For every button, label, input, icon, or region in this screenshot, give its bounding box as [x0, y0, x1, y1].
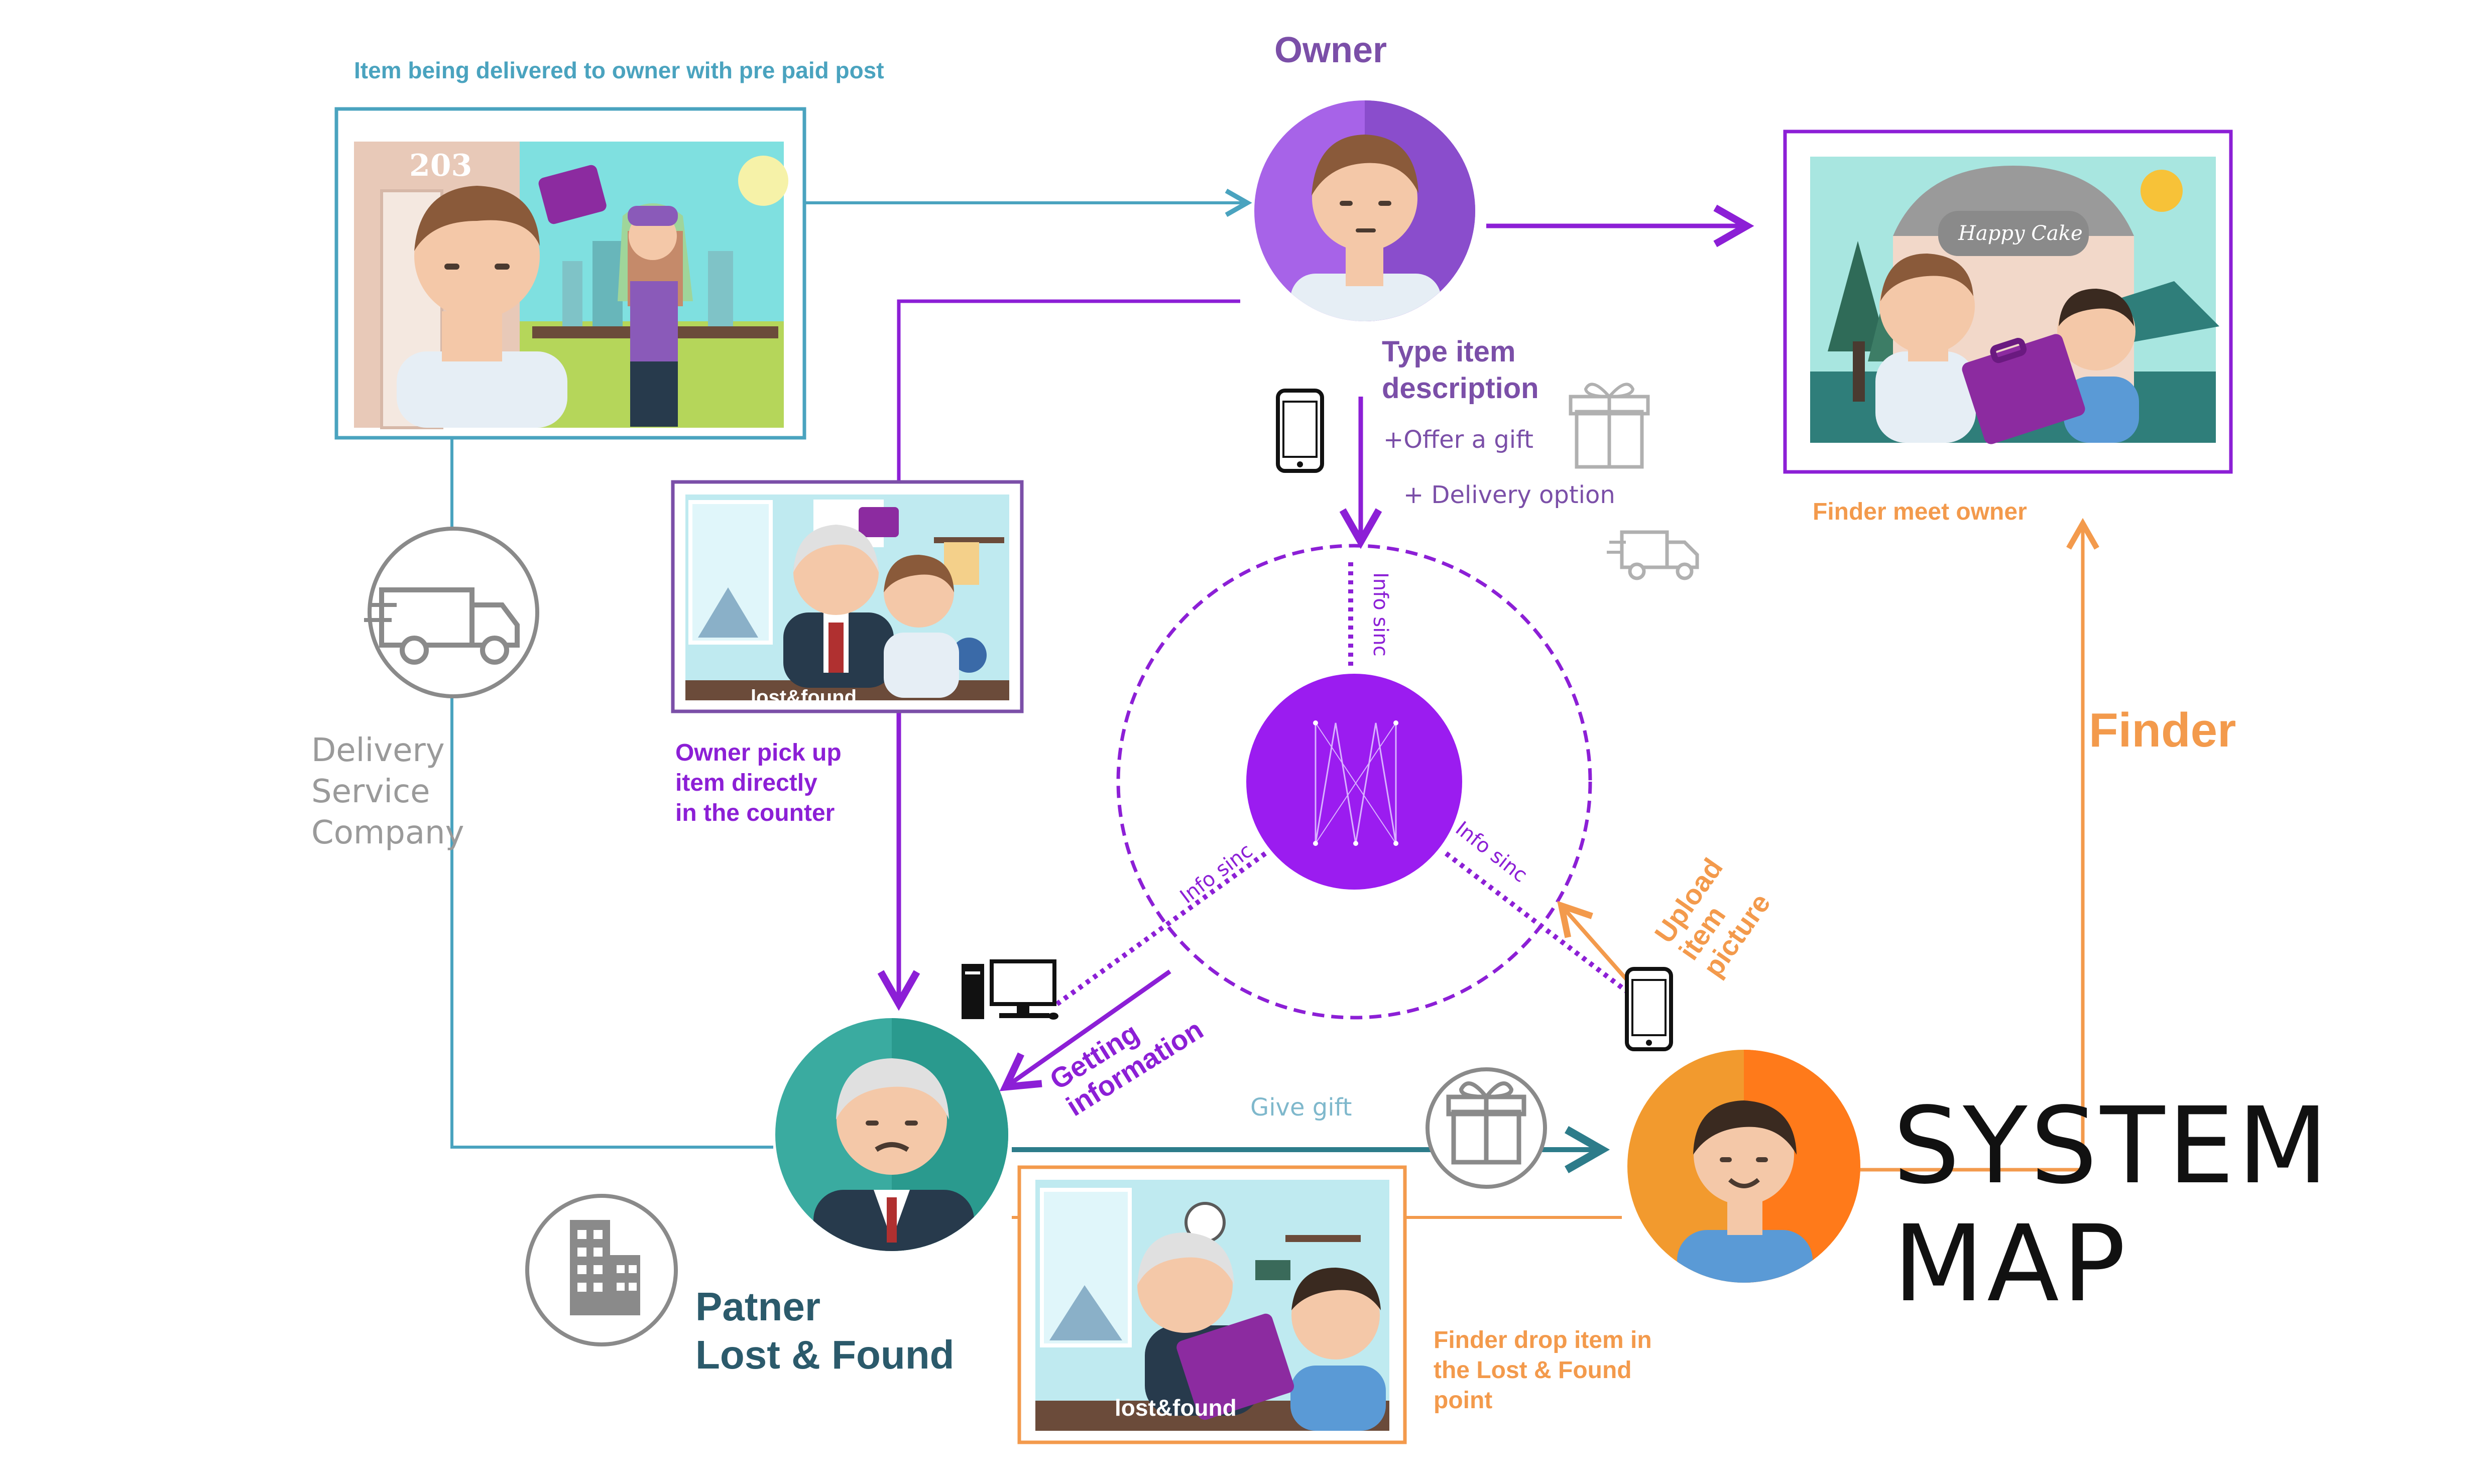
- door-number: 203: [409, 148, 472, 183]
- step-offer-gift: +Offer a gift: [1383, 426, 1533, 454]
- scene-finder-meet: Happy Cake: [1783, 130, 2233, 474]
- partner-avatar-icon: [775, 1018, 1008, 1251]
- step-type-description: Type item description: [1382, 335, 1539, 405]
- info-sinc-right-line: [1444, 851, 1639, 1001]
- title-line-1: SYSTEM: [1893, 1084, 2332, 1207]
- scene-owner-pickup: lost&found: [671, 480, 1024, 713]
- counter-sign-pickup: lost&found: [751, 686, 857, 708]
- owner-label: Owner: [1274, 30, 1387, 70]
- step-delivery-option: + Delivery option: [1403, 481, 1615, 509]
- platform-logo-icon: [1246, 674, 1462, 890]
- arrow-getting-information: [999, 969, 1171, 1091]
- caption-delivered: Item being delivered to owner with pre p…: [354, 57, 884, 83]
- owner-to-pickup-line: [897, 299, 1240, 482]
- title-line-2: MAP: [1893, 1202, 2129, 1326]
- give-gift-label: Give gift: [1250, 1093, 1352, 1122]
- arrow-finder-to-meet: [1860, 518, 2099, 1172]
- cafe-sign: Happy Cake: [1958, 222, 2083, 245]
- gift-icon: [1569, 383, 1650, 469]
- finder-phone-icon: [1625, 967, 1673, 1051]
- counter-sign-drop: lost&found: [1115, 1395, 1237, 1421]
- owner-phone-icon: [1276, 389, 1324, 473]
- finder-avatar-icon: [1627, 1050, 1860, 1283]
- info-sinc-top-label: Info sinc: [1369, 572, 1392, 657]
- caption-owner-pickup: Owner pick up item directly in the count…: [675, 739, 842, 826]
- caption-finder-drop: Finder drop item in the Lost & Found poi…: [1434, 1327, 1652, 1414]
- partner-computer-icon: [962, 959, 1058, 1020]
- building-circle-icon: [525, 1194, 678, 1346]
- page-title: SYSTEM MAP: [1893, 1087, 2331, 1323]
- finder-label: Finder: [2089, 703, 2236, 757]
- truck-circle-icon: [364, 527, 539, 698]
- scene-finder-drop: lost&found: [1017, 1165, 1407, 1444]
- delivery-truck-icon: [1607, 530, 1699, 580]
- delivery-company-label: Delivery Service Company: [311, 732, 464, 851]
- platform-dashed-ring: [1116, 544, 1592, 1020]
- owner-avatar-icon: [1254, 100, 1475, 321]
- scene-delivery: 203: [334, 107, 806, 440]
- info-sinc-left-line: [1052, 851, 1267, 1009]
- gift-circle-icon: [1426, 1067, 1547, 1189]
- partner-label: Patner Lost & Found: [695, 1284, 955, 1377]
- caption-finder-meet: Finder meet owner: [1813, 499, 2027, 525]
